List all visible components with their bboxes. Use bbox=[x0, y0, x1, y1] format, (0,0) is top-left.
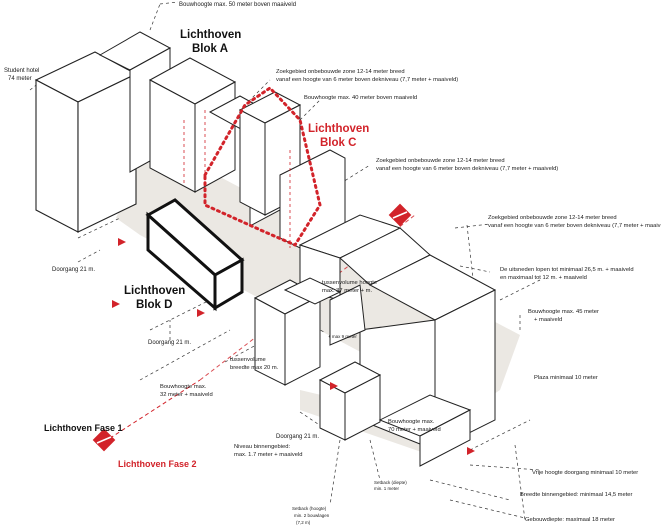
blok-a-line: Blok A bbox=[192, 43, 228, 55]
student-hotel-tower bbox=[34, 51, 138, 233]
setback-hoogte-label: Setback (hoogte) min. 2 bouwlagen (7,2 m… bbox=[292, 506, 331, 525]
blok-c-structure bbox=[238, 91, 346, 249]
height-70-label: Bouwhoogte max. 70 meter + maaiveld bbox=[388, 419, 441, 433]
blok-d-line: Blok D bbox=[136, 299, 172, 311]
blok-d-building[interactable] bbox=[145, 198, 245, 312]
top-height-label: Bouwhoogte max. 50 meter boven maaiveld bbox=[179, 2, 296, 8]
plaza-label: Plaza minimaal 10 meter bbox=[534, 375, 598, 381]
phase-1-guide bbox=[103, 379, 201, 443]
blok-c-line: Lichthoven bbox=[308, 123, 369, 135]
student-hotel-label: Student hotel 74 meter bbox=[4, 68, 41, 82]
height-40-label: Bouwhoogte max. 40 meter boven maaiveld bbox=[304, 95, 417, 101]
blok-c-guides bbox=[183, 110, 291, 248]
tussenvolume-hoogte-label: tussenvolume hoogte max. 37 meter + m. bbox=[322, 280, 379, 294]
height-45-label: Bouwhoogte max. 45 meter + maaiveld bbox=[528, 309, 601, 323]
blok-a-line: Lichthoven bbox=[180, 29, 241, 41]
gebouwdiepte-label: Gebouwdiepte: maximaal 18 meter bbox=[525, 517, 615, 523]
zone-c-label: Zoekgebied onbebouwde zone 12-14 meter b… bbox=[488, 215, 661, 229]
binnengebied-label: Niveau binnengebied: max. 1.7 meter + ma… bbox=[234, 444, 302, 458]
blok-c-title: Lichthoven Blok C bbox=[308, 123, 373, 149]
breedte-label: Breedte binnengebied: minimaal 14,5 mete… bbox=[520, 492, 633, 498]
uitsneden-label: De uitsneden lopen tot minimaal 26,5 m. … bbox=[500, 267, 635, 281]
setback-diepte-label: Setback (diepte) min. 1 meter bbox=[374, 480, 408, 491]
doorgang-top-label: Doorgang 21 m. bbox=[52, 267, 95, 273]
doorgang-bottom-label: Doorgang 21 m. bbox=[276, 434, 319, 440]
middle-blocks bbox=[253, 277, 472, 467]
right-complex bbox=[298, 214, 497, 451]
phase-1-label: Lichthoven Fase 1 bbox=[44, 423, 123, 433]
height-32-label: Bouwhoogte max. 32 meter + maaiveld bbox=[160, 384, 213, 398]
doorgang-mid-label: Doorgang 21 m. bbox=[148, 340, 191, 346]
blok-a-title: Lichthoven Blok A bbox=[180, 29, 245, 55]
blok-d-title: Lichthoven Blok D bbox=[124, 285, 189, 311]
annotations: Bouwhoogte max. 50 meter boven maaiveld … bbox=[4, 2, 661, 525]
phase-2-marker-icon[interactable] bbox=[388, 203, 412, 227]
phase-2-label: Lichthoven Fase 2 bbox=[118, 459, 197, 469]
red-markers bbox=[112, 238, 475, 455]
blok-d-line: Lichthoven bbox=[124, 285, 185, 297]
vrije-hoogte-label: Vrije hoogte doorgang minimaal 10 meter bbox=[532, 470, 638, 476]
zone-b-label: Zoekgebied onbebouwde zone 12-14 meter b… bbox=[376, 158, 558, 172]
tussenvolume-breedte-label: tussenvolume breedte max 20 m. bbox=[230, 357, 279, 371]
blok-c-line: Blok C bbox=[320, 137, 356, 149]
zone-a-label: Zoekgebied onbebouwde zone 12-14 meter b… bbox=[276, 69, 458, 83]
small-tag-label: + max 9 meter bbox=[328, 334, 357, 339]
blok-c-outline bbox=[203, 86, 322, 247]
